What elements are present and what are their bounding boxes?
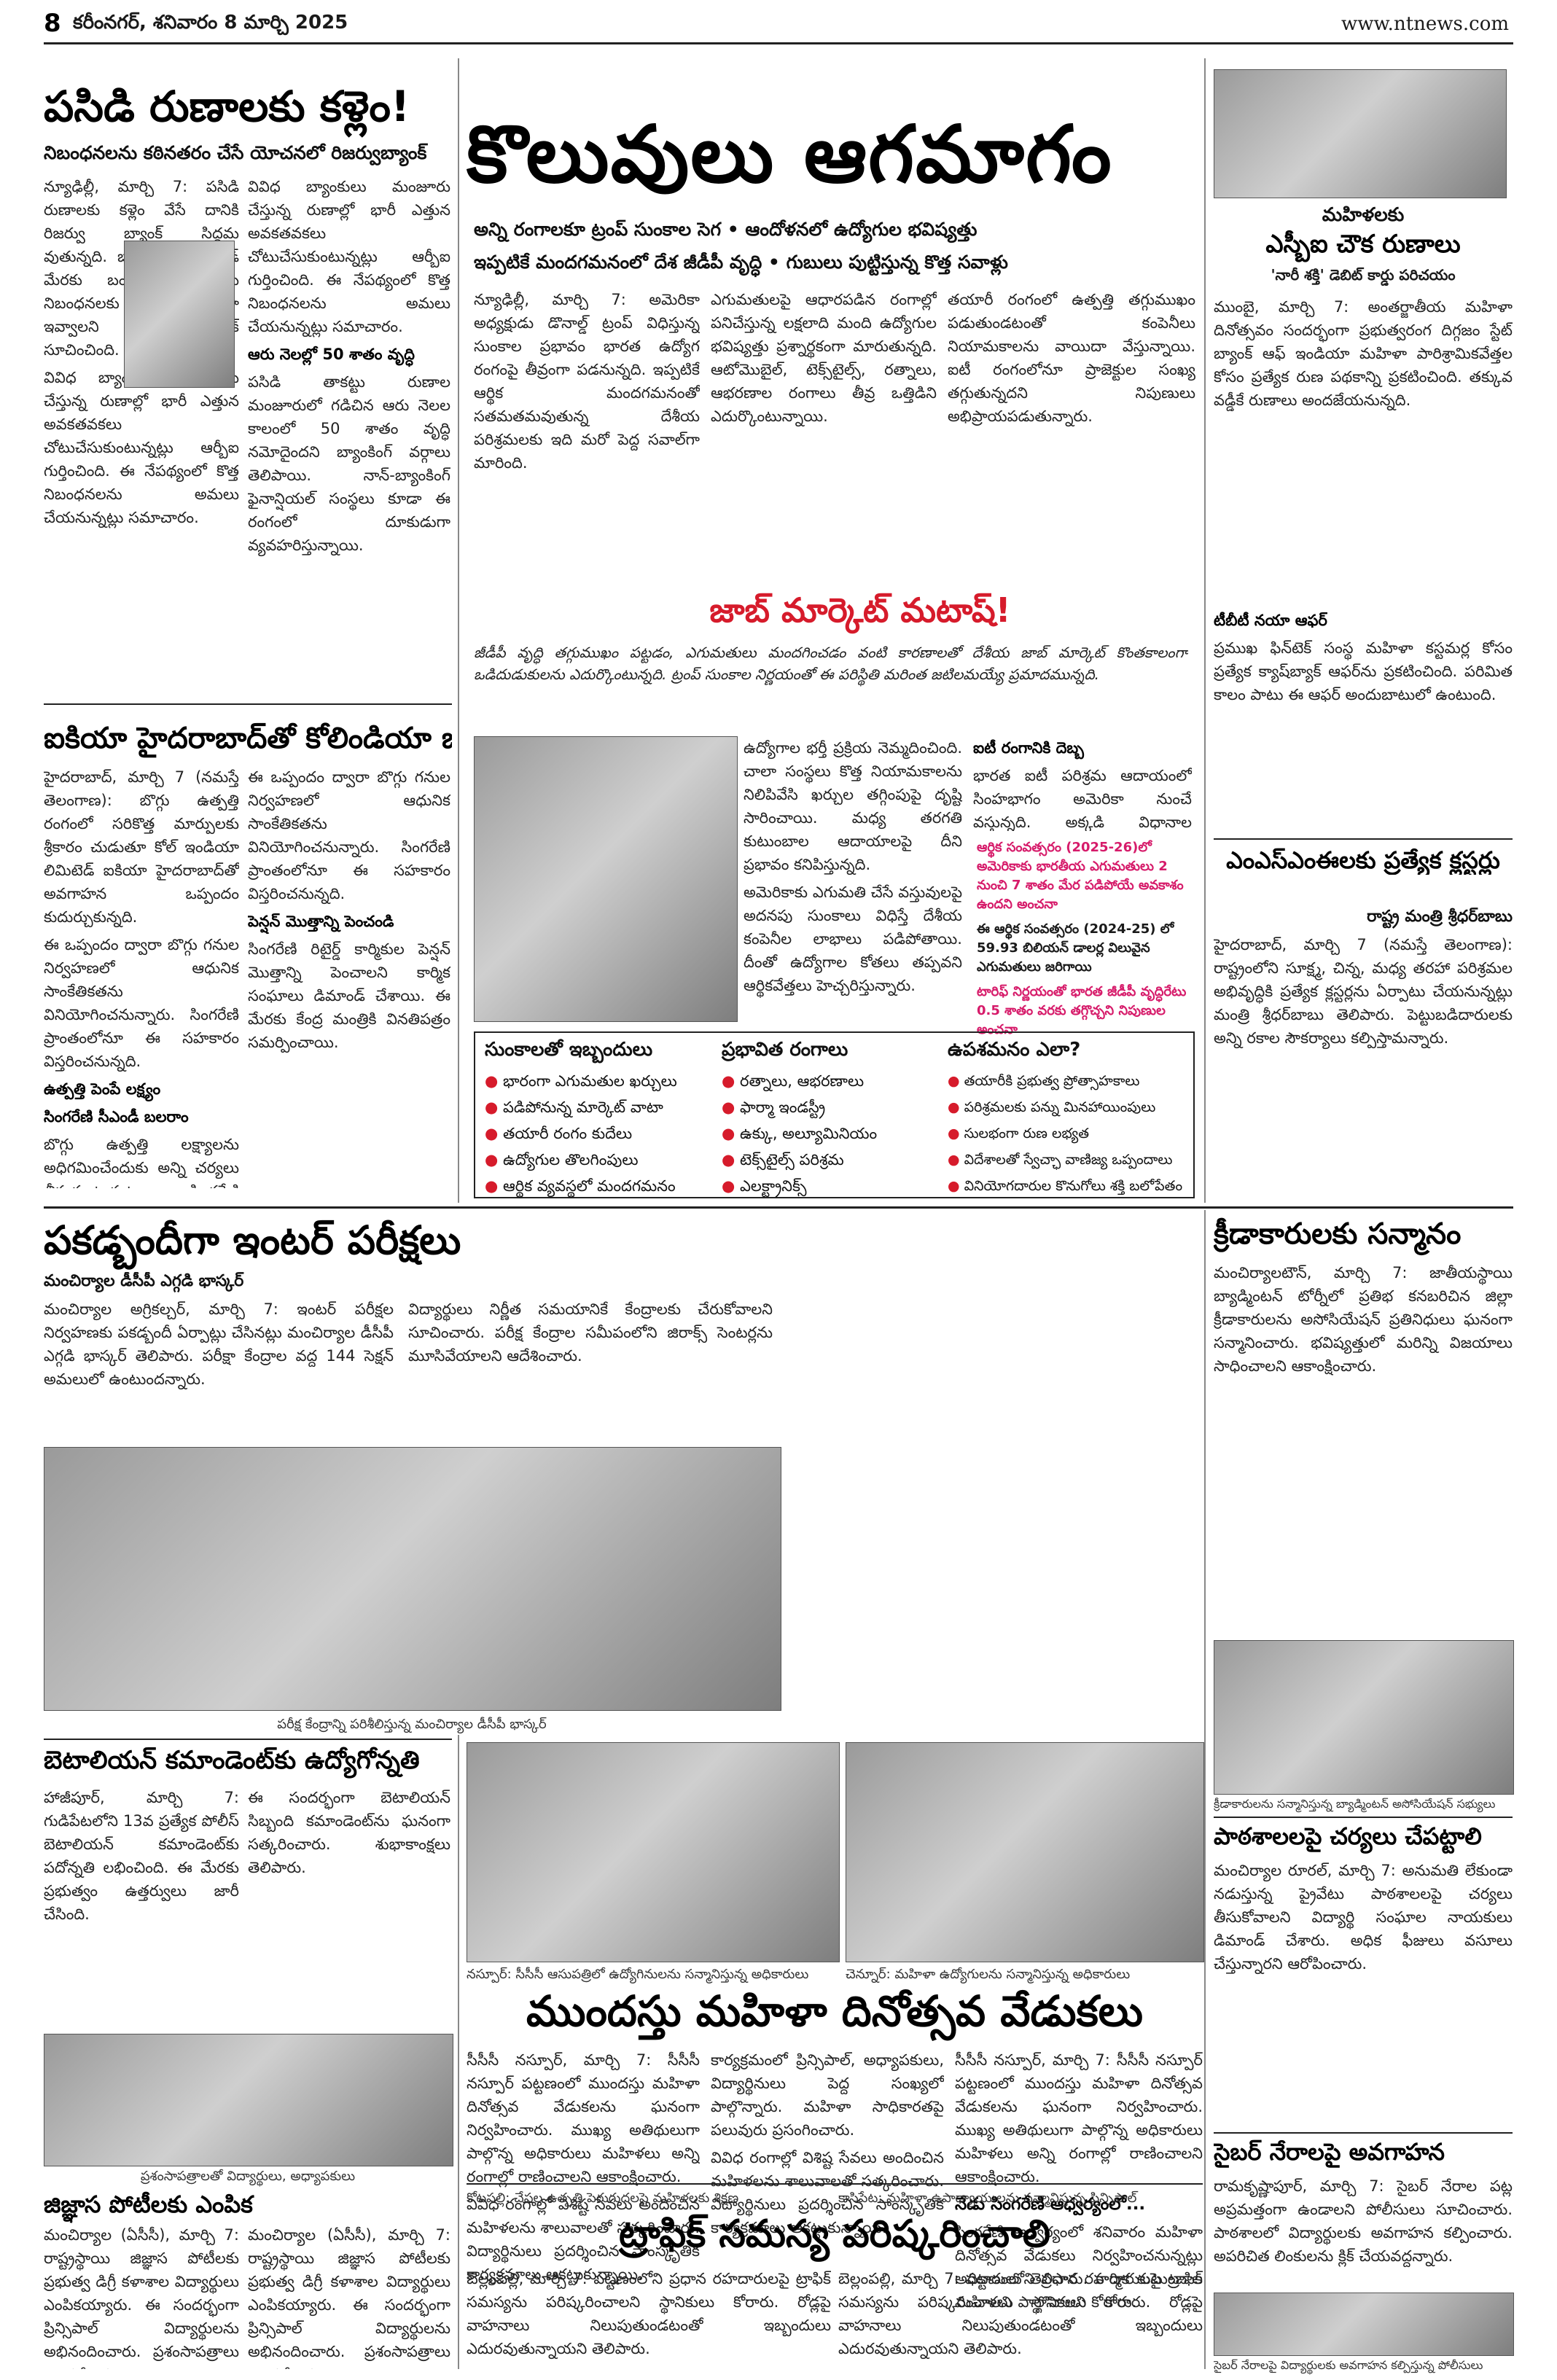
battalion-rule: [44, 1739, 452, 1740]
banner-note: జీడీపీ వృద్ధి తగ్గుముఖం పట్టడం, ఎగుమతులు…: [474, 644, 1188, 683]
sectors-column: ప్రభావిత రంగాలు రత్నాలు, ఆభరణాలు ఫార్మా …: [722, 1039, 940, 1199]
traffic-headline: ట్రాఫిక్ సమస్య పరిష్కరించాలి: [618, 2212, 1051, 2256]
msme-rule: [1214, 838, 1513, 840]
sbi-headline: ఎస్బీఐ చౌక రుణాలు: [1265, 230, 1461, 259]
womens-day-caption-left: నస్పూర్: సీసీసీ ఆసుపత్రిలో ఉద్యోగినులను …: [467, 1967, 809, 1982]
tbt-body: టీబీటీ నయా ఆఫర్ ప్రముఖ ఫిన్‌టెక్ సంస్థ మ…: [1214, 612, 1513, 703]
traffic-caption-right: కాసిపేట: మహిళా ఉపాధ్యాయులను సన్మానిస్తున…: [838, 2190, 1137, 2206]
issues-column: సుంకాలతో ఇబ్బందులు భారంగా ఎగుమతుల ఖర్చుల…: [485, 1039, 711, 1199]
header-rule: [44, 42, 1513, 44]
gold-loans-headline: పసిడి రుణాలకు కళ్లెం!: [44, 82, 410, 131]
jobs-body-col1: న్యూఢిల్లీ, మార్చి 7: అమెరికా అధ్యక్షుడు…: [474, 291, 700, 472]
msme-subhead: రాష్ట్ర మంత్రి శ్రీధర్‌బాబు: [1367, 908, 1513, 926]
middle-divider-right: [1204, 1210, 1206, 2369]
jobs-body-col5: ఐటీ రంగానికి దెబ్బ భారత ఐటీ పరిశ్రమ ఆదాయ…: [973, 739, 1192, 831]
traffic-rule: [467, 2183, 1203, 2185]
lead-divider-right: [1204, 58, 1206, 1203]
gold-loans-photo: [124, 241, 235, 388]
sports-caption: క్రీడాకారులను సన్మానిస్తున్న బ్యాడ్మింటన…: [1214, 1797, 1496, 1811]
jobs-body-col3: తయారీ రంగంలో ఉత్పత్తి తగ్గుముఖం పడుతుండట…: [948, 291, 1195, 425]
cyber-headline: సైబర్ నేరాలపై అవగాహన: [1214, 2138, 1445, 2166]
ikea-body-col1: హైదరాబాద్, మార్చి 7 (నమస్తే తెలంగాణ): బొ…: [44, 768, 239, 1188]
msme-body: హైదరాబాద్, మార్చి 7 (నమస్తే తెలంగాణ): రా…: [1214, 936, 1513, 1047]
womens-divider-left: [458, 1735, 459, 2369]
womens-day-body-col1: సీసీసీ నస్పూర్, మార్చి 7: సీసీసీ నస్పూర్…: [467, 2051, 700, 2283]
inter-exams-byline: మంచిర్యాల డీసీపీ ఎగ్గడి భాస్కర్: [44, 1272, 244, 1290]
cyber-caption: సైబర్ నేరాలపై విద్యార్థులకు అవగాహన కల్పి…: [1214, 2358, 1483, 2372]
sports-photo: [1214, 1640, 1514, 1795]
womens-day-body-col2: కార్యక్రమంలో ప్రిన్సిపాల్, అధ్యాపకులు, వ…: [711, 2051, 944, 2236]
jobs-headline: కొలువులు ఆగమాగం: [467, 109, 1113, 200]
jobs-kicker: అన్ని రంగాలకూ ట్రంప్ సుంకాల సెగ • ఆందోళన…: [474, 219, 977, 240]
jobs-deck: ఇప్పటికే మందగమనంలో దేశ జీడీపీ వృద్ధి • గ…: [474, 251, 1008, 273]
battalion-headline: బెటాలియన్ కమాండెంట్‌కు ఉద్యోగోన్నతి: [44, 1746, 420, 1775]
website[interactable]: www.ntnews.com: [1341, 13, 1510, 35]
cyber-rule: [1214, 2132, 1513, 2134]
lead-divider-left: [458, 58, 459, 1203]
gold-loans-subhead: నిబంధనలను కఠినతరం చేసే యోచనలో రిజర్వుబ్య…: [44, 142, 427, 163]
cyber-photo: [1214, 2293, 1514, 2356]
traffic-caption-left: కోటపల్లి: చేపల ఉత్పత్తి పెరుగుదలపై మహిళల…: [467, 2190, 739, 2206]
inter-exams-photo: [44, 1447, 781, 1711]
jobs-body-col4: ఉద్యోగాల భర్తీ ప్రక్రియ నెమ్మదించింది. చ…: [744, 739, 962, 994]
womens-day-headline: ముందస్తు మహిళా దినోత్సవ వేడుకలు: [526, 1986, 1143, 2036]
sectors-list: రత్నాలు, ఆభరణాలు ఫార్మా ఇండస్ట్రీ ఉక్కు,…: [722, 1068, 940, 1199]
trump-photo: [474, 736, 738, 1022]
relief-column: ఉపశమనం ఎలా? తయారీకి ప్రభుత్వ ప్రోత్సాహకా…: [948, 1039, 1188, 1199]
gold-loans-rule: [44, 703, 452, 705]
traffic-body-col2: బెల్లంపల్లి, మార్చి 7: పట్టణంలోని ప్రధాన…: [838, 2270, 1203, 2357]
job-market-banner: జాబ్ మార్కెట్ మటాష్!: [709, 590, 1011, 630]
battalion-body-col1: హాజీపూర్, మార్చి 7: గుడిపేటలోని 13వ ప్రత…: [44, 1789, 239, 1923]
inter-exams-body-col1: మంచిర్యాల అగ్రికల్చర్, మార్చి 7: ఇంటర్ ప…: [44, 1300, 394, 1388]
cyber-body: రామకృష్ణాపూర్, మార్చి 7: సైబర్ నేరాల పట్…: [1214, 2177, 1513, 2265]
womens-day-photo-right: [846, 1742, 1204, 1962]
quiz-body-col1: మంచిర్యాల (ఏసీసీ), మార్చి 7: రాష్ట్రస్థా…: [44, 2226, 239, 2369]
schools-rule: [1214, 1817, 1513, 1818]
traffic-body-col1: బెల్లంపల్లి, మార్చి 7: పట్టణంలోని ప్రధాన…: [467, 2270, 831, 2357]
inter-exams-caption: పరీక్ష కేంద్రాన్ని పరిశీలిస్తున్న మంచిర్…: [277, 1717, 547, 1732]
section-rule-middle: [44, 1206, 1513, 1209]
sports-headline: క్రీడాకారులకు సన్మానం: [1214, 1217, 1462, 1251]
schools-headline: పాఠశాలలపై చర్యలు చేపట్టాలి: [1214, 1822, 1482, 1850]
quiz-body-col2: మంచిర్యాల (ఏసీసీ), మార్చి 7: రాష్ట్రస్థా…: [248, 2226, 450, 2369]
sbi-body: ముంబై, మార్చి 7: అంతర్జాతీయ మహిళా దినోత్…: [1214, 298, 1513, 409]
ikea-headline: ఐకియా హైదరాబాద్‌తో కోలిండియా జట్టు: [44, 722, 452, 755]
page-number: 8: [44, 9, 61, 38]
jobs-highlights: ఆర్థిక సంవత్సరం (2025-26)లో అమెరికాకు భా…: [977, 840, 1187, 1035]
sbi-subhead: 'నారీ శక్తి' డెబిట్ కార్డు పరిచయం: [1271, 266, 1456, 284]
msme-headline: ఎంఎస్‌ఎంఈలకు ప్రత్యేక క్లస్టర్లు: [1226, 846, 1500, 874]
sports-body: మంచిర్యాలటౌన్, మార్చి 7: జాతీయస్థాయి బ్య…: [1214, 1264, 1513, 1375]
schools-body: మంచిర్యాల రూరల్, మార్చి 7: అనుమతి లేకుండ…: [1214, 1862, 1513, 1973]
quiz-photo: [44, 2034, 453, 2166]
sbi-logo-photo: [1214, 69, 1507, 198]
sbi-kicker: మహిళలకు: [1322, 204, 1405, 226]
jobs-body-col2: ఎగుమతులపై ఆధారపడిన రంగాల్లో పనిచేస్తున్న…: [711, 291, 937, 425]
womens-day-body-col3: సీసీసీ నస్పూర్, మార్చి 7: సీసీసీ నస్పూర్…: [955, 2051, 1203, 2311]
womens-day-photo-left: [467, 1742, 840, 1962]
womens-day-caption-right: చెన్నూర్: మహిళా ఉద్యోగులను సన్మానిస్తున్…: [846, 1967, 1131, 1982]
quiz-headline: జిజ్ఞాస పోటీలకు ఎంపిక: [44, 2190, 253, 2218]
battalion-body-col2: ఈ సందర్భంగా బెటాలియన్ సిబ్బంది కమాండెంట్…: [248, 1789, 450, 1876]
relief-list: తయారీకి ప్రభుత్వ ప్రోత్సాహకాలు పరిశ్రమలక…: [948, 1068, 1188, 1199]
quiz-caption: ప్రశంసాపత్రాలతో విద్యార్థులు, అధ్యాపకులు: [140, 2169, 356, 2184]
dateline: కరీంనగర్, శనివారం 8 మార్చి 2025: [73, 12, 348, 34]
issues-list: భారంగా ఎగుమతుల ఖర్చులు పడిపోనున్న మార్కె…: [485, 1068, 711, 1199]
inter-exams-body-col2: విద్యార్థులు నిర్ణీత సమయానికే కేంద్రాలకు…: [408, 1300, 773, 1365]
inter-exams-headline: పకడ్బందీగా ఇంటర్ పరీక్షలు: [44, 1217, 461, 1263]
ikea-body-col2: ఈ ఒప్పందం ద్వారా బొగ్గు గనుల నిర్వహణలో ఆ…: [248, 768, 450, 1051]
gold-loans-body-col2: వివిధ బ్యాంకులు మంజూరు చేస్తున్న రుణాల్ల…: [248, 178, 450, 554]
